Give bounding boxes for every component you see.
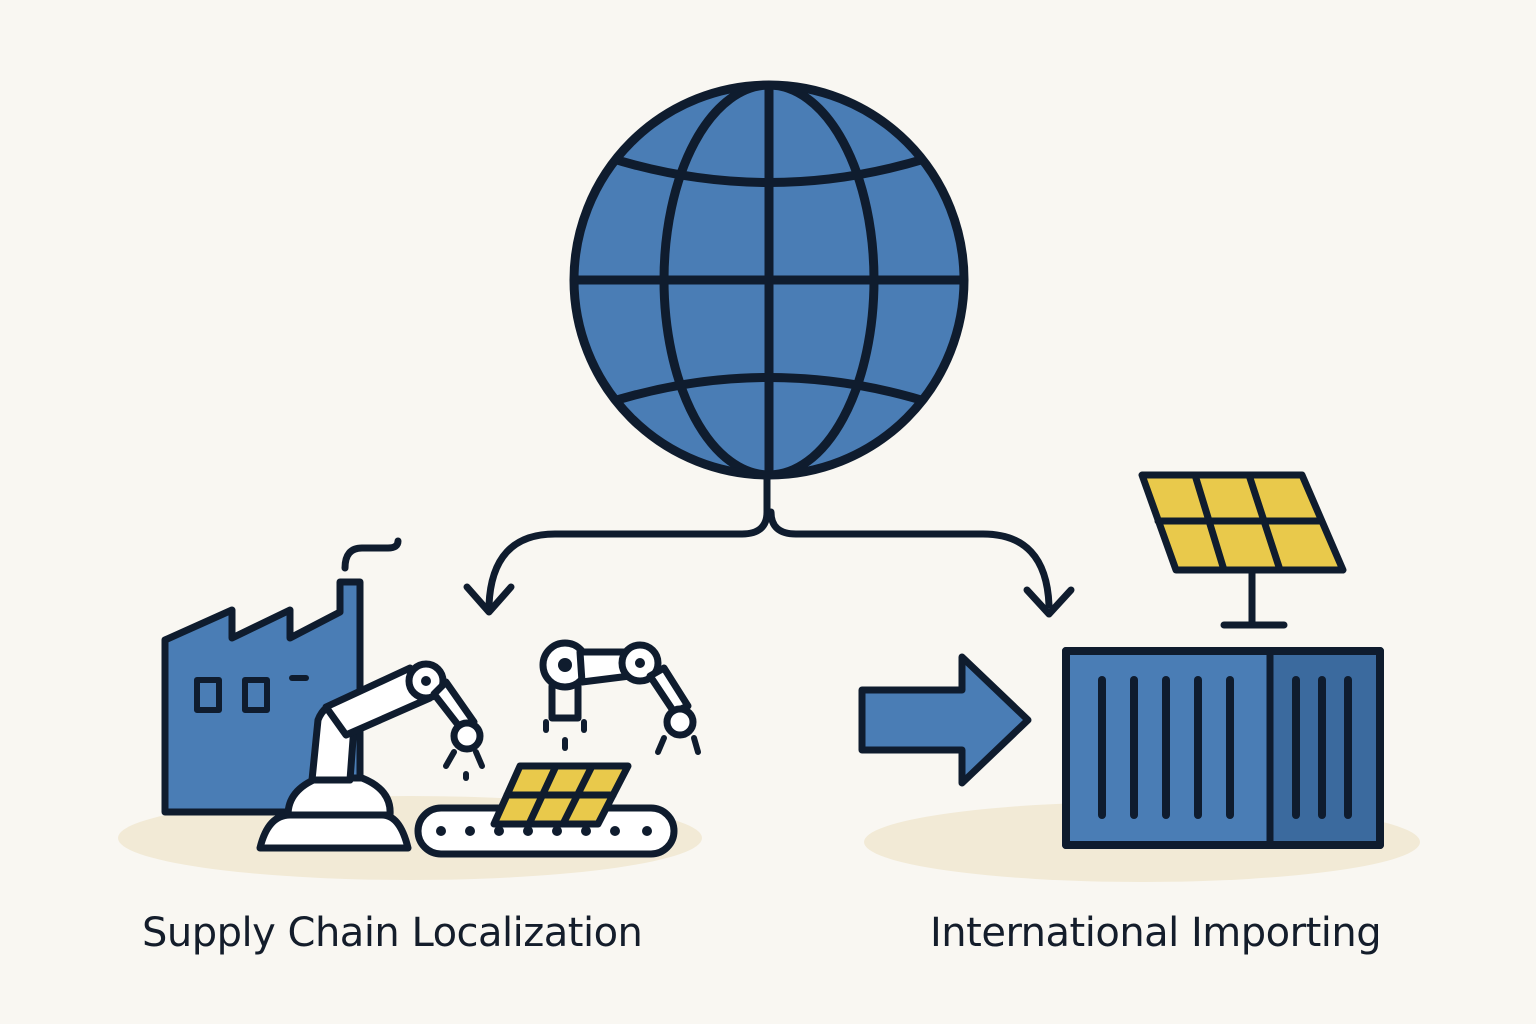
arrow-head-right — [1023, 586, 1075, 618]
factory-icon — [161, 537, 402, 816]
robotic-arm-icon — [539, 639, 701, 755]
robotic-arm-icon — [256, 660, 485, 852]
arrow-right-icon — [858, 653, 1032, 787]
arrow-to-localization — [485, 471, 771, 609]
supply-chain-localization-label: Supply Chain Localization — [142, 910, 643, 956]
shipping-container-icon — [1062, 647, 1384, 849]
arrow-head-left — [463, 583, 515, 616]
arrow-to-importing — [767, 508, 1053, 609]
globe-icon — [569, 80, 969, 480]
solar-panel-icon — [1138, 471, 1347, 629]
solar-panel-icon — [490, 762, 632, 828]
conveyor-belt-icon — [414, 804, 678, 858]
international-importing-label: International Importing — [930, 910, 1382, 956]
branch-arrows — [463, 471, 1075, 618]
